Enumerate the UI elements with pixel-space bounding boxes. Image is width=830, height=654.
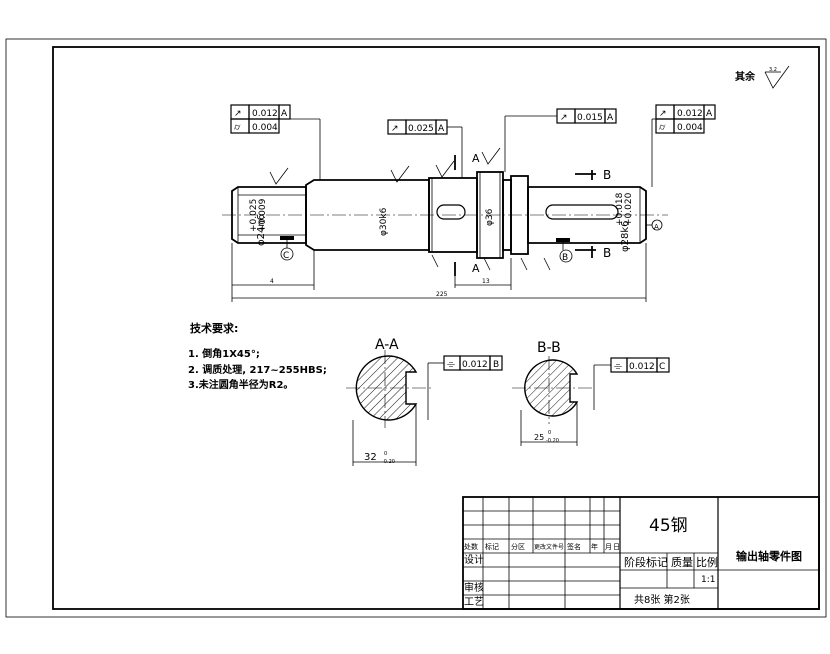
dim-left-dia: φ24n6	[256, 214, 267, 246]
tb-material: 45钢	[649, 516, 688, 536]
dim-left-dia-lower: +0.009	[258, 198, 268, 232]
tb-header-2: 分区	[511, 542, 525, 551]
dim-left-dia-upper: +0.025	[249, 199, 259, 232]
tech-req-item-1: 1. 倒角1X45°;	[188, 347, 260, 360]
svg-text:0.012: 0.012	[462, 360, 488, 370]
tb-design: 设计	[464, 553, 484, 566]
dim-len-c: 13	[482, 278, 490, 285]
svg-text:↗: ↗	[560, 113, 568, 123]
tb-header-1: 标记	[485, 542, 499, 551]
dim-len-total: 225	[436, 291, 448, 298]
svg-text:B: B	[603, 168, 611, 182]
svg-text:C: C	[283, 251, 289, 261]
section-bb: B-B ⌯ 0.012 C 25 0 -0.20	[512, 340, 670, 446]
tb-header-5: 年	[591, 542, 598, 551]
svg-text:B: B	[493, 360, 499, 370]
svg-text:⌯: ⌯	[447, 359, 455, 370]
svg-text:A: A	[706, 109, 713, 119]
svg-text:B: B	[562, 253, 568, 263]
svg-text:-0.20: -0.20	[546, 438, 559, 444]
tech-req-item-2: 2. 调质处理, 217~255HBS;	[188, 363, 327, 376]
tb-review: 审核	[464, 581, 484, 594]
tol-left-cyl-icon: ⌭	[234, 123, 241, 133]
tol-right-end: ↗ 0.012 A ⌭ 0.004	[651, 104, 716, 187]
roughness-rest-label: 其余	[735, 70, 756, 83]
tech-req-title: 技术要求:	[190, 321, 238, 335]
svg-text:0.012: 0.012	[677, 109, 703, 119]
roughness-marks	[269, 147, 551, 271]
svg-text:↗: ↗	[391, 124, 399, 134]
svg-text:A: A	[607, 113, 614, 123]
length-dims: 4 225 13	[231, 243, 647, 302]
svg-text:↗: ↗	[659, 109, 667, 119]
outer-border	[5, 38, 827, 618]
svg-text:C: C	[659, 362, 665, 372]
datum-c: C	[280, 240, 294, 261]
tb-scale-value: 1:1	[701, 575, 715, 585]
dim-right-dia: φ28k6	[620, 221, 631, 252]
svg-text:0.015: 0.015	[577, 113, 603, 123]
svg-text:⌯: ⌯	[614, 361, 622, 372]
svg-text:A: A	[654, 223, 659, 231]
svg-text:25: 25	[534, 433, 544, 442]
dim-mid-dia: φ30k6	[379, 207, 389, 236]
dim-len-a: 4	[270, 278, 274, 285]
tb-scale-label: 比例	[696, 555, 718, 569]
tol-shoulder: ↗ 0.015 A	[504, 108, 617, 172]
tech-requirements: 技术要求: 1. 倒角1X45°; 2. 调质处理, 217~255HBS; 3…	[188, 321, 327, 391]
tb-stage-mark: 阶段标记	[624, 555, 668, 569]
svg-text:0.025: 0.025	[408, 124, 434, 134]
datum-a: A	[646, 219, 663, 231]
svg-text:⌭: ⌭	[659, 123, 666, 133]
roughness-rest-value: 3.2	[769, 67, 777, 73]
svg-text:0.012: 0.012	[252, 109, 278, 119]
svg-text:B: B	[603, 246, 611, 260]
tb-header-7: 日	[613, 543, 620, 551]
svg-text:A: A	[472, 262, 480, 275]
svg-text:0.004: 0.004	[252, 123, 278, 133]
dim-right-dia-upper: +0.018	[615, 192, 625, 226]
tol-left-end: ↗ 0.012 A ⌭ 0.004	[230, 104, 321, 180]
tol-mid: ↗ 0.025 A	[387, 119, 463, 178]
section-cut-b: B B	[575, 168, 611, 260]
svg-text:A: A	[281, 109, 288, 119]
svg-text:A: A	[472, 152, 480, 165]
roughness-rest: 其余 3.2	[735, 65, 790, 89]
section-bb-title: B-B	[537, 340, 561, 356]
tech-req-item-3: 3.未注圆角半径为R2。	[188, 378, 293, 391]
tb-header-3: 更改文件号	[534, 543, 564, 551]
tol-left-runout-icon: ↗	[234, 109, 242, 119]
svg-text:0: 0	[548, 430, 551, 436]
svg-text:0.004: 0.004	[677, 123, 703, 133]
tb-process: 工艺	[464, 596, 484, 608]
svg-text:0: 0	[384, 451, 387, 457]
section-aa-title: A-A	[375, 337, 399, 353]
datum-b: B	[559, 242, 573, 263]
shaft-main-view	[222, 171, 668, 259]
title-block: 处数 标记 分区 更改文件号 签名 年 月 日 设计 审核 工艺 45钢 阶段标…	[462, 496, 820, 610]
dim-right-dia-lower: +0.020	[624, 192, 634, 226]
inner-border	[52, 46, 820, 610]
section-cut-a: A A	[454, 152, 480, 276]
dim-collar-dia: φ36	[485, 208, 495, 226]
tb-header-4: 签名	[567, 542, 581, 551]
tb-part-name: 输出轴零件图	[736, 549, 802, 563]
svg-text:0.012: 0.012	[629, 362, 655, 372]
tb-sheets: 共8张 第2张	[634, 593, 690, 606]
tb-header-0: 处数	[464, 542, 478, 551]
svg-text:-0.20: -0.20	[382, 459, 395, 465]
tb-weight: 质量	[671, 556, 693, 569]
svg-text:32: 32	[364, 452, 377, 463]
tb-header-6: 月	[605, 543, 612, 551]
section-aa: A-A ⌯ 0.012 B 32 0 -0.20	[346, 337, 503, 466]
svg-text:A: A	[438, 124, 445, 134]
